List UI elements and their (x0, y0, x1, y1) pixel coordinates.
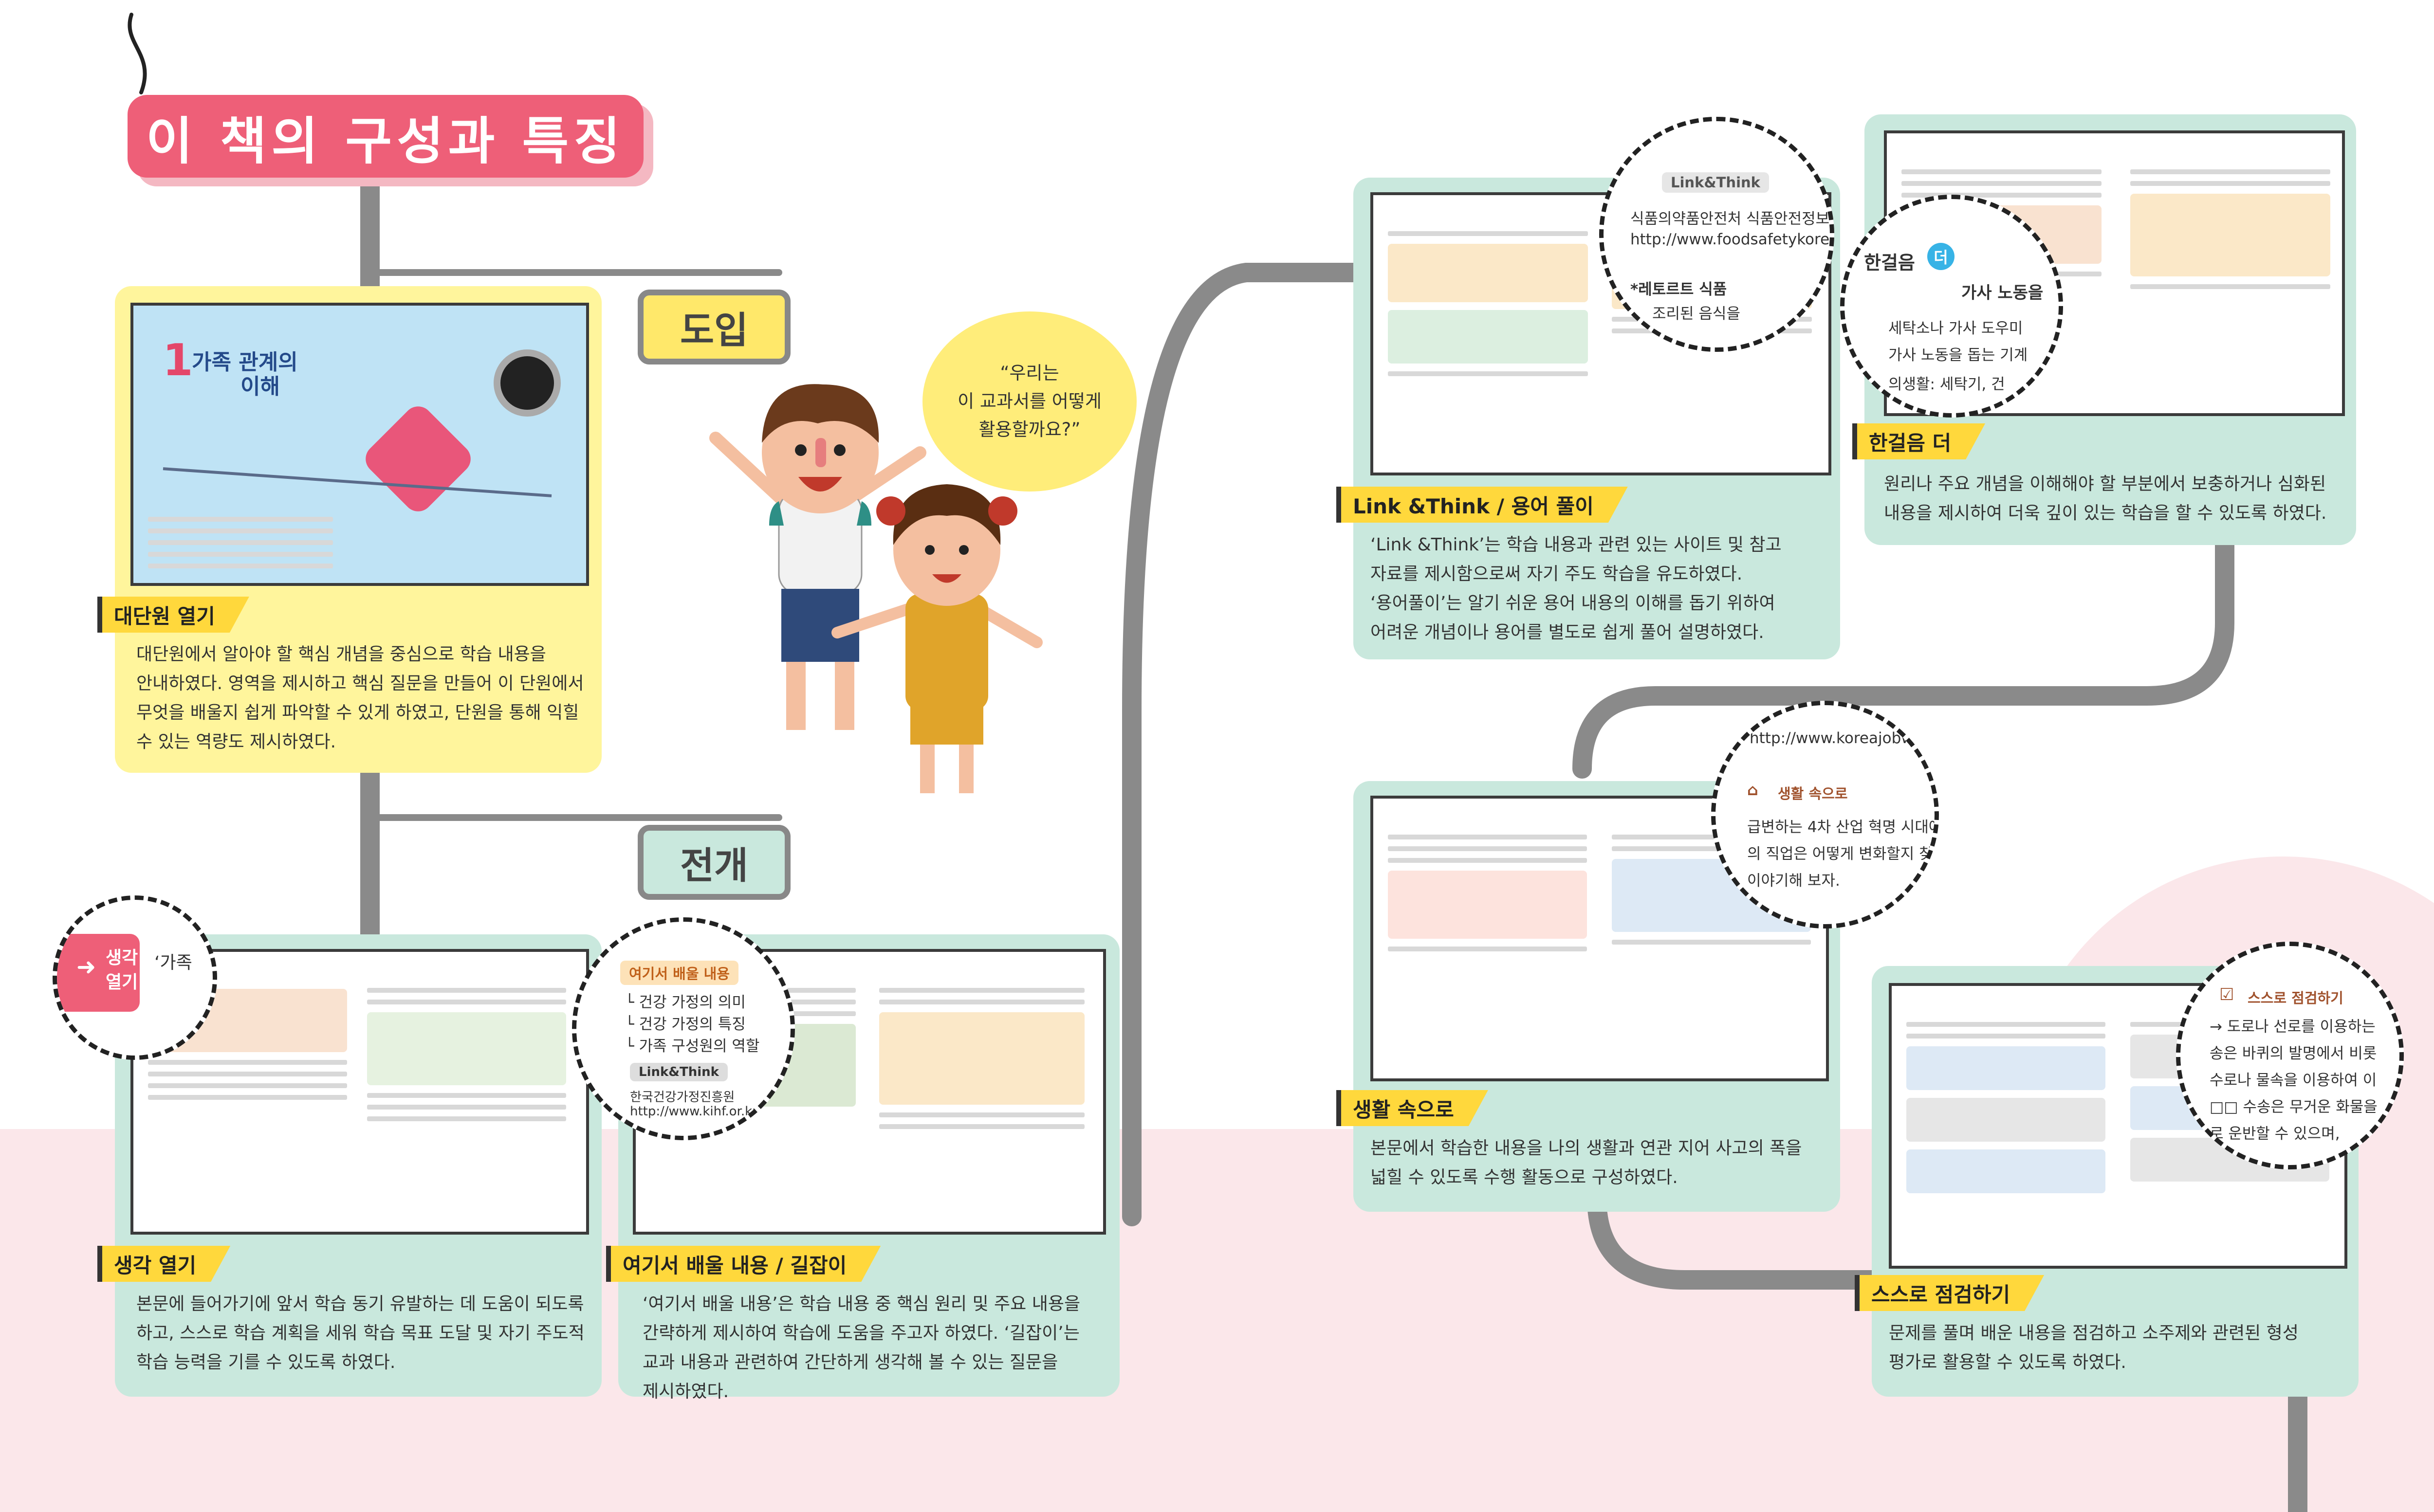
bubble-head: 여기서 배울 내용 (620, 961, 738, 985)
thumb-title: 가족 관계의 (192, 350, 298, 375)
arrow-right-icon: ➜ (76, 953, 96, 981)
bubble-org: 한국건강가정진흥원 (630, 1090, 735, 1105)
speech-line: 이 교과서를 어떻게 (958, 391, 1102, 412)
bubble-label: 생각 (106, 948, 138, 968)
bubble-item: └ 가족 구성원의 역할 (625, 1038, 760, 1055)
desc-learn-here: ‘여기서 배울 내용’은 학습 내용 중 핵심 원리 및 주요 내용을 간략하게… (643, 1294, 1081, 1402)
section-sign-intro: 도입 (638, 290, 791, 364)
camera-lens-illustration (494, 349, 561, 417)
bubble-line: 의 직업은 어떻게 변화할지 찾 (1747, 845, 1933, 863)
bubble-item: └ 건강 가정의 의미 (625, 994, 746, 1011)
bubble-line: 송은 바퀴의 발명에서 비롯 (2210, 1045, 2377, 1062)
bubble-title: 가사 노동을 (1961, 283, 2044, 303)
thumb-number: 1 (163, 335, 193, 386)
bubble-head: 생활 속으로 (1778, 785, 1848, 802)
bubble-one-step: 한걸음 더 가사 노동을 세탁소나 가사 도우미 가사 노동을 돕는 기계 의생… (1840, 195, 2063, 418)
bubble-link-think: Link&Think 식품의약품안전처 식품안전정보 http://www.fo… (1599, 117, 1834, 352)
bubble-self-check: ☑ 스스로 점검하기 → 도로나 선로를 이용하는 송은 바퀴의 발명에서 비롯… (2176, 942, 2404, 1169)
bubble-head: 스스로 점검하기 (2248, 990, 2343, 1006)
bubble-line: 의생활: 세탁기, 건 (1888, 376, 2005, 393)
bubble-learn-here: 여기서 배울 내용 └ 건강 가정의 의미 └ 건강 가정의 특징 └ 가족 구… (572, 917, 795, 1140)
bubble-line: 수로나 물속을 이용하여 이 (2210, 1072, 2377, 1089)
bubble-text: ‘가족 (154, 953, 192, 973)
checkbox-icon: ☑ (2219, 985, 2234, 1004)
bubble-line: → 도로나 선로를 이용하는 (2210, 1018, 2376, 1036)
section-sign-development: 전개 (638, 825, 791, 900)
bubble-label: 열기 (106, 972, 138, 992)
bubble-term: *레토르트 식품 (1630, 281, 1727, 298)
in-life-thumbnail (1370, 796, 1829, 1081)
bubble-url: http://www.foodsafetykorea (1630, 231, 1834, 248)
bubble-url: http://www.kihf.or.kr (630, 1104, 757, 1119)
bubble-link: Link&Think (1662, 172, 1769, 193)
bubble-link: Link&Think (630, 1063, 728, 1081)
bubble-item: └ 건강 가정의 특징 (625, 1016, 746, 1033)
tag-self-check: 스스로 점검하기 (1855, 1275, 2044, 1311)
bubble-line: □□ 수송은 무거운 화물을 (2210, 1098, 2378, 1116)
bubble-org: 식품의약품안전처 식품안전정보 (1630, 210, 1830, 228)
bubble-url: http://www.koreajobw (1750, 729, 1914, 747)
thumb-subtitle: 이해 (240, 374, 280, 399)
bubble-line: 이야기해 보자. (1747, 872, 1840, 890)
tag-one-step: 한걸음 더 (1852, 423, 1985, 459)
bubble-def: 조리된 음식을 (1652, 305, 1740, 323)
desc-unit-opening: 대단원에서 알아야 할 핵심 개념을 중심으로 학습 내용을 안내하였다. 영역… (136, 644, 584, 752)
student-characters-illustration (709, 384, 1043, 793)
tag-unit-opening: 대단원 열기 (97, 597, 249, 633)
speech-line: 활용할까요?” (978, 419, 1081, 440)
bubble-thinking-opening: ➜ 생각 열기 ‘가족 (53, 895, 217, 1060)
bubble-line: 가사 노동을 돕는 기계 (1888, 346, 2028, 364)
desc-one-step: 원리나 주요 개념을 이해해야 할 부분에서 보충하거나 심화된 내용을 제시하… (1884, 474, 2327, 523)
desc-in-life: 본문에서 학습한 내용을 나의 생활과 연관 지어 사고의 폭을 넓힐 수 있도… (1370, 1138, 1802, 1187)
house-icon: ⌂ (1747, 781, 1758, 799)
bubble-line: 로 운반할 수 있으며, (2210, 1125, 2340, 1143)
heart-illustration (359, 400, 477, 518)
tag-link-think: Link &Think / 용어 풀이 (1336, 487, 1628, 523)
boy-character (709, 384, 926, 730)
desc-link-think: ‘Link &Think’는 학습 내용과 관련 있는 사이트 및 참고 자료를… (1370, 535, 1782, 642)
desc-thinking-opening: 본문에 들어가기에 앞서 학습 동기 유발하는 데 도움이 되도록 하고, 스스… (136, 1294, 585, 1372)
page-title: 이 책의 구성과 특징 (128, 95, 644, 178)
tag-learn-here: 여기서 배울 내용 / 길잡이 (606, 1246, 881, 1282)
bubble-head-badge: 더 (1927, 243, 1955, 270)
bubble-line: 급변하는 4차 산업 혁명 시대에 (1747, 819, 1939, 836)
timeline-line (163, 467, 552, 497)
desc-self-check: 문제를 풀며 배운 내용을 점검하고 소주제와 관련된 형성 평가로 활용할 수… (1889, 1323, 2299, 1372)
speech-line: “우리는 (1000, 363, 1059, 383)
bubble-head: 한걸음 (1864, 252, 1915, 273)
tag-thinking-opening: 생각 열기 (97, 1246, 230, 1282)
bubble-line: 세탁소나 가사 도우미 (1888, 320, 2023, 337)
thinking-label-bg (57, 934, 140, 1012)
tag-in-life: 생활 속으로 (1336, 1090, 1488, 1126)
unit-opening-thumbnail: 1 가족 관계의 이해 (130, 303, 589, 586)
bubble-in-life: http://www.koreajobw ⌂ 생활 속으로 급변하는 4차 산업… (1711, 701, 1939, 929)
girl-character (831, 484, 1043, 793)
